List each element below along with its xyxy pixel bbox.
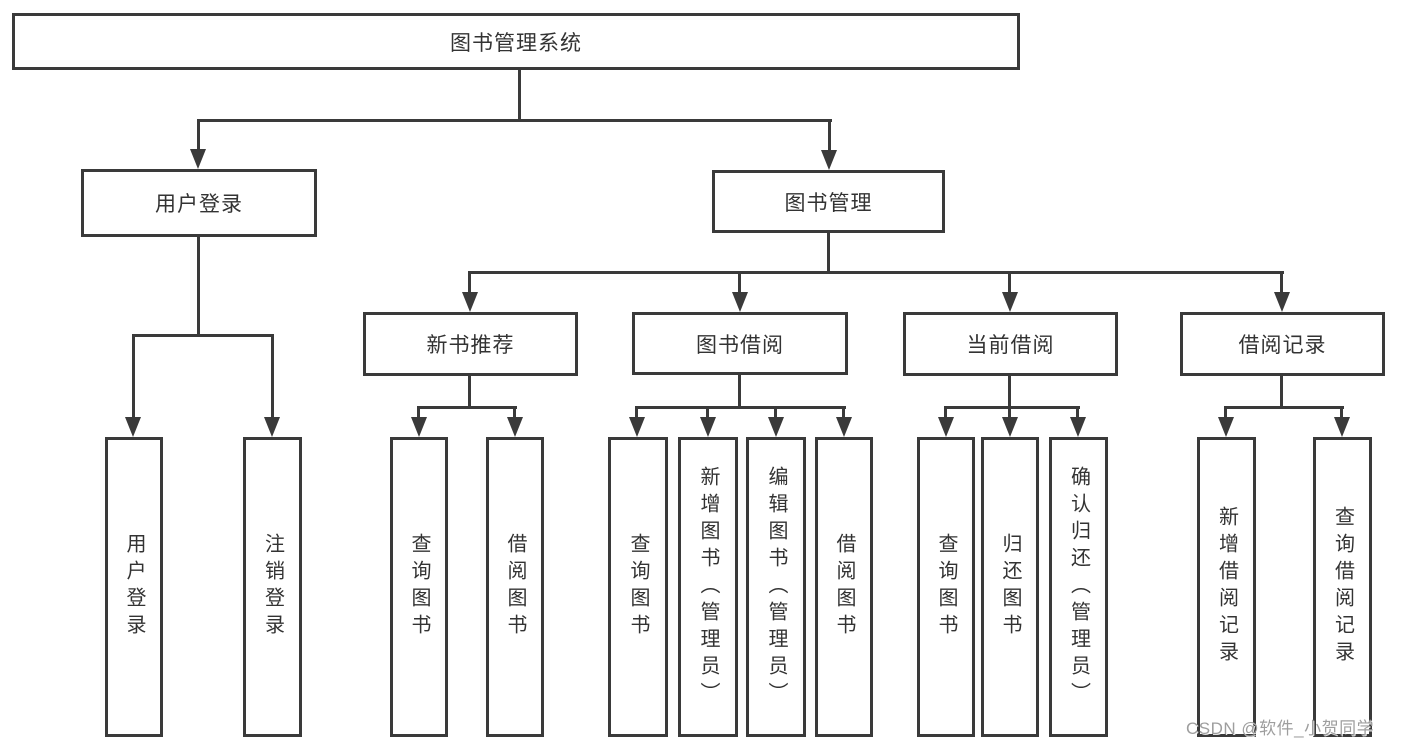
connector-line <box>944 406 1080 409</box>
arrow-down-icon <box>1274 292 1290 312</box>
arrow-down-icon <box>264 417 280 437</box>
leaf-query-books-borrowing: 查询图书 <box>608 437 668 737</box>
leaf-borrow-books-recommend: 借阅图书 <box>486 437 544 737</box>
leaf-add-books-admin: 新增图书（管理员） <box>678 437 738 737</box>
node-book-management: 图书管理 <box>712 170 945 233</box>
node-label: 查询图书 <box>627 533 649 641</box>
connector-line <box>197 119 200 152</box>
connector-line <box>635 406 846 409</box>
node-label: 当前借阅 <box>966 334 1055 357</box>
connector-line <box>774 406 777 418</box>
connector-line <box>1008 376 1011 409</box>
leaf-logout: 注销登录 <box>243 437 302 737</box>
leaf-return-books: 归还图书 <box>981 437 1039 737</box>
node-label: 图书管理系统 <box>450 31 582 55</box>
connector-line <box>828 119 831 152</box>
node-label: 注销登录 <box>261 533 284 641</box>
connector-line <box>468 376 471 409</box>
leaf-borrow-books-borrowing: 借阅图书 <box>815 437 873 737</box>
node-label: 借阅图书 <box>504 533 526 641</box>
connector-line <box>197 237 200 337</box>
connector-line <box>1008 271 1011 293</box>
node-user-login: 用户登录 <box>81 169 317 237</box>
leaf-query-books-current: 查询图书 <box>917 437 975 737</box>
node-book-borrowing: 图书借阅 <box>632 312 848 375</box>
connector-line <box>635 406 638 418</box>
connector-line <box>271 334 274 418</box>
node-label: 确认归还（管理员） <box>1067 465 1090 709</box>
connector-line <box>132 334 135 418</box>
node-borrowing-records: 借阅记录 <box>1180 312 1385 376</box>
arrow-down-icon <box>700 417 716 437</box>
leaf-add-borrow-record: 新增借阅记录 <box>1197 437 1256 737</box>
arrow-down-icon <box>507 417 523 437</box>
connector-line <box>417 406 517 409</box>
arrow-down-icon <box>1002 292 1018 312</box>
connector-line <box>518 70 521 121</box>
connector-line <box>842 406 845 418</box>
node-label: 新增借阅记录 <box>1215 506 1238 668</box>
csdn-watermark: CSDN @软件_小贺同学 <box>1186 719 1375 738</box>
connector-line <box>132 334 274 337</box>
node-label: 借阅记录 <box>1238 334 1327 357</box>
arrow-down-icon <box>836 417 852 437</box>
connector-line <box>738 375 741 409</box>
connector-line <box>469 271 1284 274</box>
arrow-down-icon <box>125 417 141 437</box>
node-label: 图书借阅 <box>696 333 784 357</box>
connector-line <box>1076 406 1079 418</box>
node-label: 归还图书 <box>999 533 1021 641</box>
connector-line <box>197 119 832 122</box>
connector-line <box>1340 406 1343 418</box>
arrow-down-icon <box>1070 417 1086 437</box>
arrow-down-icon <box>1218 417 1234 437</box>
connector-line <box>706 406 709 418</box>
node-current-borrowing: 当前借阅 <box>903 312 1118 376</box>
connector-line <box>417 406 420 418</box>
node-library-management-system: 图书管理系统 <box>12 13 1020 70</box>
arrow-down-icon <box>1002 417 1018 437</box>
arrow-down-icon <box>462 292 478 312</box>
connector-line <box>1008 406 1011 418</box>
connector-line <box>738 271 741 293</box>
leaf-edit-books-admin: 编辑图书（管理员） <box>746 437 806 737</box>
arrow-down-icon <box>411 417 427 437</box>
connector-line <box>1280 271 1283 293</box>
arrow-down-icon <box>1334 417 1350 437</box>
node-label: 查询借阅记录 <box>1331 506 1354 668</box>
node-label: 用户登录 <box>123 533 145 641</box>
arrow-down-icon <box>821 150 837 170</box>
node-label: 图书管理 <box>784 191 873 215</box>
leaf-user-login: 用户登录 <box>105 437 163 737</box>
arrow-down-icon <box>768 417 784 437</box>
leaf-query-books-recommend: 查询图书 <box>390 437 448 737</box>
connector-line <box>1224 406 1344 409</box>
leaf-query-borrow-record: 查询借阅记录 <box>1313 437 1372 737</box>
node-label: 新增图书（管理员） <box>697 465 719 709</box>
leaf-confirm-return-admin: 确认归还（管理员） <box>1049 437 1108 737</box>
arrow-down-icon <box>938 417 954 437</box>
connector-line <box>944 406 947 418</box>
node-label: 用户登录 <box>155 193 243 216</box>
node-label: 借阅图书 <box>833 533 855 641</box>
arrow-down-icon <box>732 292 748 312</box>
node-label: 编辑图书（管理员） <box>765 465 787 709</box>
node-label: 查询图书 <box>935 533 957 641</box>
node-label: 查询图书 <box>408 533 430 641</box>
connector-line <box>1280 376 1283 409</box>
connector-line <box>513 406 516 418</box>
node-label: 新书推荐 <box>426 334 515 357</box>
arrow-down-icon <box>190 149 206 169</box>
connector-line <box>468 271 471 293</box>
connector-line <box>827 233 830 274</box>
arrow-down-icon <box>629 417 645 437</box>
connector-line <box>1224 406 1227 418</box>
node-new-book-recommendation: 新书推荐 <box>363 312 578 376</box>
